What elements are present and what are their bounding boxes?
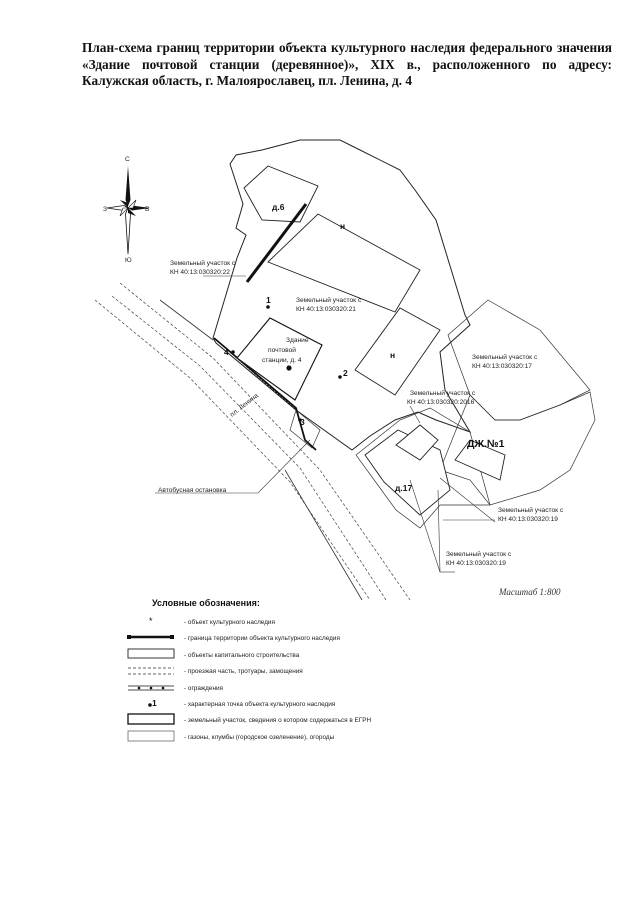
legend-item-2: - граница территории объекта культурного… [184, 634, 340, 642]
parcel-22-line1: Земельный участок с [170, 259, 236, 267]
object-label-line3: станции, д. 4 [262, 357, 302, 364]
object-label-line2: почтовой [268, 346, 296, 354]
legend-item-6: - характерная точка объекта культурного … [184, 700, 336, 708]
legend-symbol-fence [128, 685, 174, 691]
compass-east-label: В [145, 206, 150, 213]
parcel-19b-line2: КН 40:13:030320:19 [446, 560, 506, 567]
legend-item-7: - земельный участок, сведения о котором … [184, 716, 372, 724]
parcel-17-line1: Земельный участок с [472, 353, 538, 361]
building-dzh1-label: ДЖ.№1 [467, 438, 505, 450]
legend-item-8: - газоны, клумбы (городское озеленение),… [184, 733, 335, 741]
parcel-21-line2: КН 40:13:030320:21 [296, 306, 356, 313]
street-label: пл. Ленина [229, 392, 260, 418]
parcel-19b-line1: Земельный участок с [446, 550, 512, 558]
parcel-19a-line2: КН 40:13:030320:19 [498, 516, 558, 523]
building-d6-label: д.6 [272, 202, 285, 212]
bus-stop-label: Автобусная остановка [158, 486, 227, 494]
legend-symbol-heritage: * [149, 616, 153, 626]
building-d6 [243, 165, 319, 223]
buildings [243, 165, 506, 516]
legend-item-3: - объекты капитального строительства [184, 651, 300, 659]
svg-text:1: 1 [152, 698, 157, 708]
legend-item-5: - ограждения [184, 685, 224, 692]
building-n1 [267, 213, 421, 313]
building-d17-part2 [395, 424, 439, 461]
legend: Условные обозначения: * - объект культур… [127, 598, 372, 742]
parcel-19a-line1: Земельный участок с [498, 506, 564, 514]
building-n2-label: н [390, 350, 395, 360]
parcel-17-line2: КН 40:13:030320:17 [472, 363, 532, 370]
scale-label: Масштаб 1:800 [498, 587, 561, 597]
point-2-label: 2 [343, 368, 348, 378]
legend-item-1: - объект культурного наследия [184, 618, 276, 626]
leader-lines [155, 275, 496, 573]
point-1-label: 1 [266, 295, 271, 305]
point-3-label: 3 [300, 417, 305, 427]
parcel-22-line2: КН 40:13:030320:22 [170, 269, 230, 276]
legend-symbol-boundary [127, 635, 174, 639]
legend-symbol-point: 1 [148, 698, 157, 708]
building-d17-part1 [364, 429, 451, 516]
legend-symbol-road [128, 667, 174, 675]
road-lines [94, 282, 411, 601]
heritage-object-marker [286, 365, 292, 371]
compass-north-label: С [125, 156, 130, 163]
compass-west-label: З [103, 206, 107, 213]
document-title: План-схема границ территории объекта кул… [82, 40, 612, 88]
legend-heading: Условные обозначения: [152, 598, 260, 608]
building-n1-label: н [340, 221, 345, 231]
parcel-outlines [212, 139, 596, 529]
parcel-2016-line1: Земельный участок с [410, 389, 476, 397]
parcel-21-line1: Земельный участок с [296, 296, 362, 304]
heritage-object: Здание почтовой станции, д. 4 [236, 317, 323, 401]
road-solid-lines [159, 299, 363, 601]
building-n2 [354, 307, 441, 396]
legend-symbol-buildings [127, 648, 175, 659]
building-d17-label: д.17 [395, 483, 412, 493]
parcel-2016-line2: КН 40:13:030320:2016 [407, 399, 475, 406]
legend-symbol-lawns [127, 730, 175, 742]
characteristic-points: 1 2 3 4 [224, 295, 348, 427]
compass-rose: С Ю З В [103, 156, 150, 264]
building-dzh1 [454, 439, 506, 481]
legend-item-4: - проезжая часть, тротуары, замощения [184, 668, 303, 675]
compass-south-label: Ю [125, 257, 132, 264]
point-4-label: 4 [224, 347, 229, 357]
legend-symbol-parcel [127, 713, 175, 725]
object-label-line1: Здание [286, 337, 309, 344]
